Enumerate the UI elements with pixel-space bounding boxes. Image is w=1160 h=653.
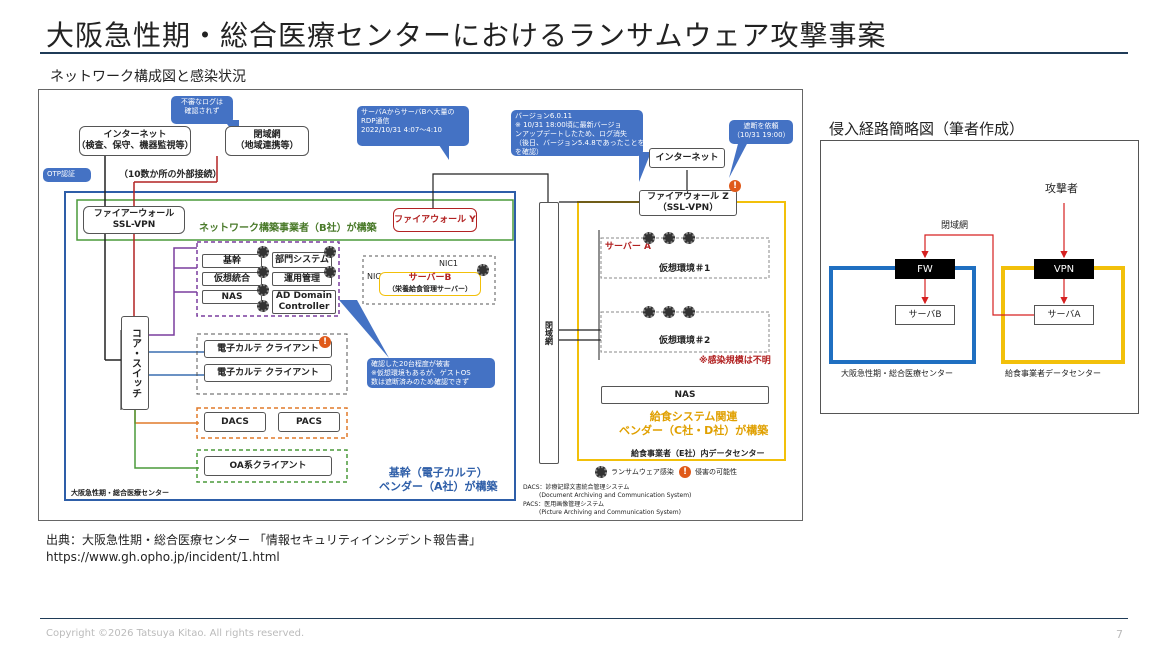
ransomware-gear-icon: [663, 306, 675, 318]
copyright: Copyright ©2026 Tatsuya Kitao. All right…: [46, 628, 305, 639]
ransomware-gear-icon: [477, 264, 489, 276]
network-vendor-label: ネットワーク構築事業者（B社）が構築: [199, 223, 377, 234]
network-diagram: 不審なログは 確認されず OTP認証 サーバAからサーバBへ大量の RDP通信 …: [38, 89, 803, 521]
hospital-label: 大阪急性期・総合医療センター: [71, 489, 169, 497]
kikan-vendor-label: 基幹（電子カルテ） ベンダー（A社）が構築: [379, 466, 498, 493]
ransomware-gear-icon: [257, 266, 269, 278]
system-kikan: 基幹: [202, 254, 262, 268]
system-nas: NAS: [202, 290, 262, 304]
callout-cutoff: 遮断を依頼 （10/31 19:00）: [729, 120, 793, 144]
ransomware-gear-icon: [643, 306, 655, 318]
route-server-b-box: サーバB: [895, 305, 955, 325]
firewall-vpn-box: ファイアーウォール SSL-VPN: [83, 206, 185, 234]
route-vpn-box: VPN: [1034, 259, 1094, 279]
pacs-definition-1: PACS：医用画像管理システム: [523, 501, 605, 508]
ransomware-gear-icon: [683, 306, 695, 318]
route-diagram: 攻撃者 閉域網 FW VPN サーバB サーバA 大阪急性期・総合医療センター …: [820, 140, 1139, 414]
title-divider: [40, 52, 1128, 54]
closed-network-vertical: 閉域網: [539, 202, 559, 464]
meal-vendor-label: 給食システム関連 ベンダー（C社・D社）が構築: [619, 410, 769, 437]
ekarte-client-1: 電子カルテ クライアント: [204, 340, 332, 358]
virtual-env-1-label: 仮想環境＃1: [659, 264, 711, 274]
route-closed-network-label: 閉域網: [941, 221, 969, 231]
callout-version: バージョン6.0.11 ※ 10/31 18:00頃に最新バージョ ンアップデー…: [511, 110, 645, 156]
ransomware-gear-icon: [257, 284, 269, 296]
ransomware-gear-icon: [643, 232, 655, 244]
nas-right-box: NAS: [601, 386, 769, 404]
oa-client-box: OA系クライアント: [204, 456, 332, 476]
system-bumon: 部門システム: [272, 252, 332, 268]
system-unyo: 運用管理: [272, 272, 332, 286]
ransomware-gear-icon: [257, 300, 269, 312]
dacs-definition-1: DACS：診療記録文書統合管理システム: [523, 484, 630, 491]
ransomware-gear-icon: [257, 246, 269, 258]
system-kaso: 仮想統合: [202, 272, 262, 286]
route-hospital-label: 大阪急性期・総合医療センター: [841, 369, 953, 378]
server-b-box: サーバーB （栄養給食管理サーバー）: [379, 272, 481, 296]
source-line-1: 出典：大阪急性期・総合医療センター 「情報セキュリティインシデント報告書」: [46, 533, 482, 547]
server-a-label: サーバー A: [605, 242, 652, 252]
callout-logs-not-checked: 不審なログは 確認されず: [171, 96, 233, 124]
route-server-a-box: サーバA: [1034, 305, 1094, 325]
system-ad-controller: AD Domain Controller: [272, 290, 336, 314]
dacs-definition-2: (Document Archiving and Communication Sy…: [539, 492, 692, 499]
page-number: 7: [1116, 628, 1123, 641]
meal-dc-label: 給食事業者（E社）内データセンター: [631, 449, 765, 458]
route-fw-box: FW: [895, 259, 955, 279]
callout-20-infected: 確認した20台程度が被害 ※仮想環境もあるが、ゲストOS 数は遮断済みのため確認…: [367, 358, 495, 388]
ransomware-gear-icon: [324, 266, 336, 278]
callout-rdp: サーバAからサーバBへ大量の RDP通信 2022/10/31 4:07～4:1…: [357, 106, 469, 146]
external-connection-label: （10数か所の外部接続）: [119, 170, 222, 180]
intrusion-warning-icon: !: [729, 180, 741, 192]
source-url: https://www.gh.opho.jp/incident/1.html: [46, 550, 280, 564]
infection-scale-unknown: ※感染規模は不明: [699, 356, 771, 366]
closed-network-box: 閉域網 （地域連携等）: [225, 126, 309, 156]
hospital-zone: [64, 191, 516, 501]
footer-divider: [40, 618, 1128, 619]
nic2-label: NIC2: [367, 272, 387, 281]
firewall-z-box: ファイアウォール Z （SSL-VPN）: [639, 190, 737, 216]
ransomware-gear-icon: [663, 232, 675, 244]
firewall-y-box: ファイアウォール Y: [393, 208, 477, 232]
server-b-label: サーバーB: [408, 273, 452, 283]
callout-otp: OTP認証: [43, 168, 91, 182]
ransomware-gear-icon: [683, 232, 695, 244]
internet-right-box: インターネット: [649, 148, 725, 168]
pacs-definition-2: (Picture Archiving and Communication Sys…: [539, 509, 681, 516]
source-citation: 出典：大阪急性期・総合医療センター 「情報セキュリティインシデント報告書」 ht…: [46, 532, 481, 566]
internet-left-box: インターネット （検査、保守、機器監視等）: [77, 126, 194, 156]
page-title: 大阪急性期・総合医療センターにおけるランサムウェア攻撃事案: [46, 19, 887, 52]
ransomware-gear-icon: [324, 246, 336, 258]
dacs-box: DACS: [204, 412, 266, 432]
pacs-box: PACS: [278, 412, 340, 432]
core-switch: コア・スイッチ: [121, 316, 149, 410]
legend-gear-icon: [595, 466, 607, 478]
legend-intrusion: 侵害の可能性: [695, 468, 737, 476]
legend-warning-icon: !: [679, 466, 691, 478]
route-meal-dc-label: 給食事業者データセンター: [1005, 369, 1101, 378]
ekarte-client-2: 電子カルテ クライアント: [204, 364, 332, 382]
attacker-label: 攻撃者: [1045, 182, 1078, 195]
network-vendor-zone: [76, 199, 514, 241]
section-subtitle: ネットワーク構成図と感染状況: [50, 69, 246, 85]
intrusion-warning-icon: !: [319, 336, 331, 348]
server-b-sub: （栄養給食管理サーバー）: [388, 285, 472, 293]
virtual-env-2-label: 仮想環境＃2: [659, 336, 711, 346]
legend-ransomware: ランサムウェア感染: [611, 468, 674, 476]
nic1-label: NIC1: [439, 259, 459, 268]
route-diagram-title: 侵入経路簡略図（筆者作成）: [829, 120, 1025, 138]
